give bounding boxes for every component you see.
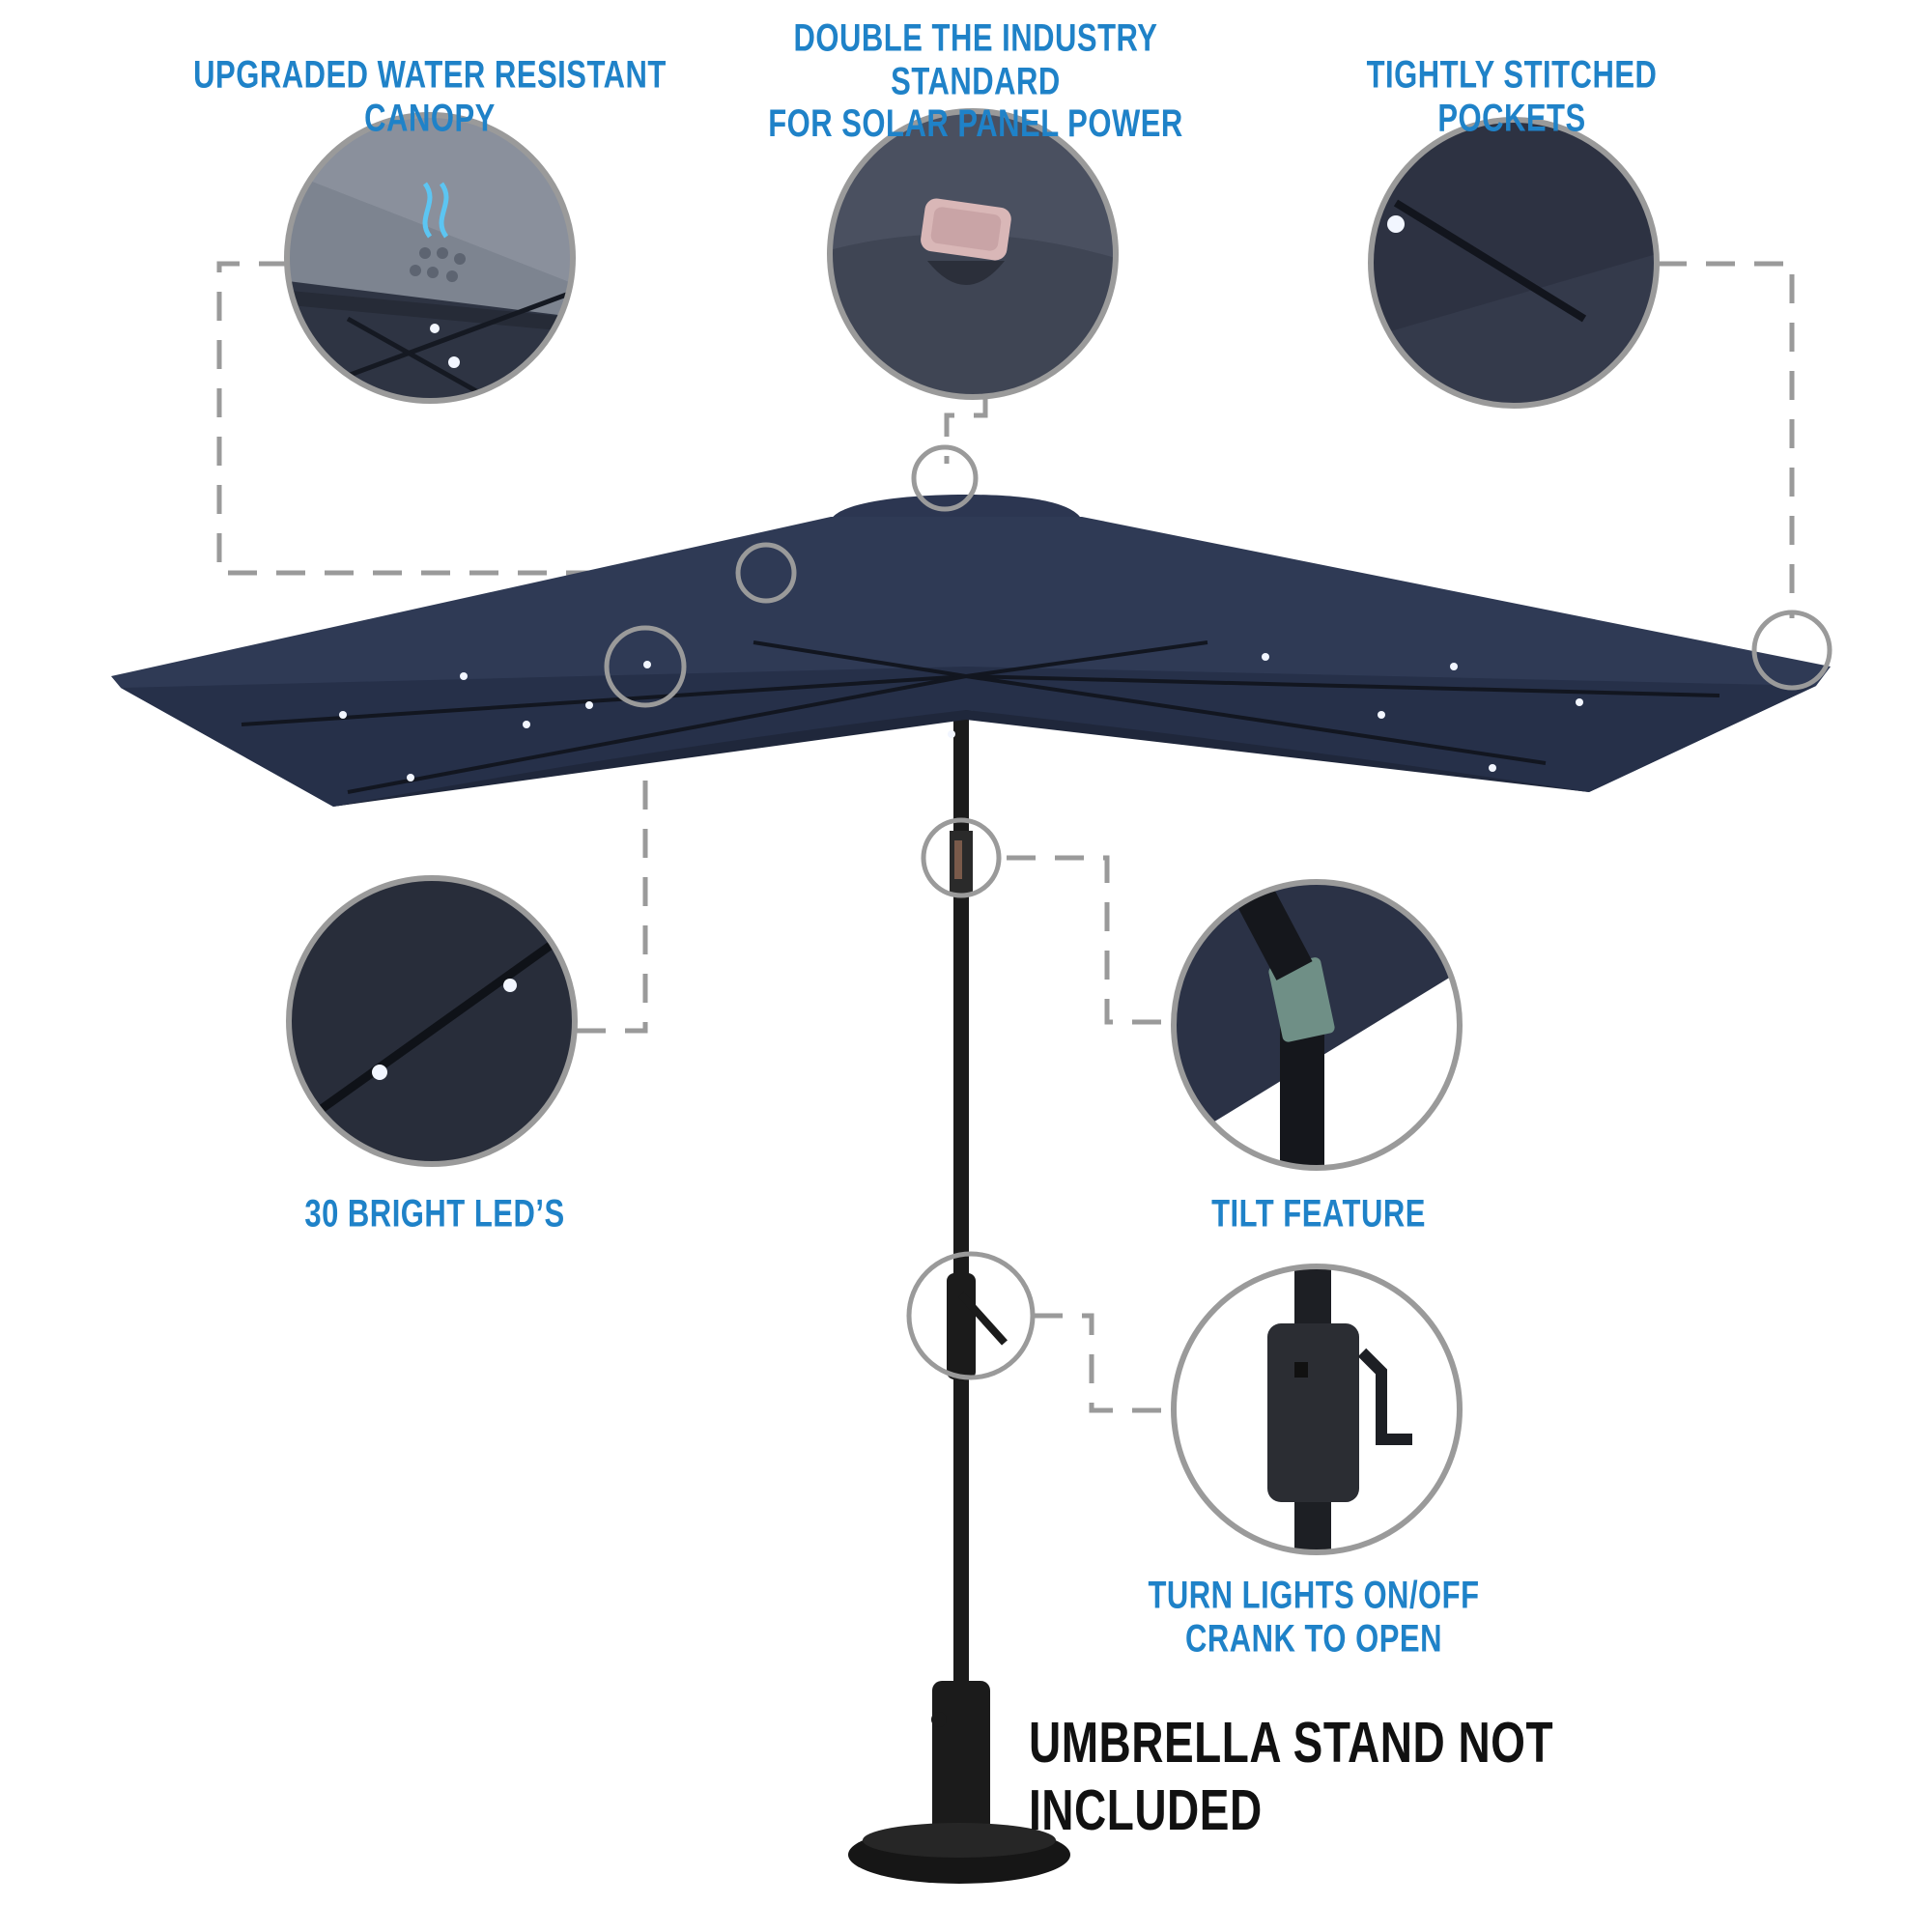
hotspot-rings (604, 444, 1833, 1380)
evaporation-arrows-icon (422, 182, 449, 239)
umbrella-canopy (111, 495, 1831, 807)
stand-not-included-note: UMBRELLA STAND NOT INCLUDED (1029, 1709, 1554, 1843)
feature-label-crank: TURN LIGHTS ON/OFF CRANK TO OPEN (1148, 1573, 1480, 1660)
feature-label-tilt: TILT FEATURE (1211, 1191, 1426, 1236)
feature-label-pockets: TIGHTLY STITCHED POCKETS (1366, 52, 1658, 139)
detail-crank (1171, 1264, 1463, 1555)
detail-tilt (1171, 879, 1463, 1171)
led-light-icon (339, 653, 1583, 781)
connector-leds (577, 696, 648, 1034)
connector-lines (216, 261, 1795, 1413)
stand-post (932, 1681, 990, 1835)
detail-pockets (1368, 117, 1660, 409)
crank-handle-icon (1357, 1348, 1412, 1445)
solar-panel-icon (921, 198, 1011, 261)
feature-label-leds: 30 BRIGHT LED’S (304, 1191, 565, 1236)
connector-tilt (1007, 855, 1171, 1025)
switch-icon (1294, 1362, 1308, 1378)
connector-solar (944, 398, 988, 464)
connector-crank (1034, 1313, 1171, 1413)
feature-label-canopy: UPGRADED WATER RESISTANT CANOPY (193, 52, 667, 139)
feature-label-solar: DOUBLE THE INDUSTRY STANDARD FOR SOLAR P… (768, 15, 1183, 146)
connector-pockets (1658, 261, 1795, 618)
connector-canopy (216, 261, 739, 576)
led-light-icon (372, 1065, 387, 1080)
led-light-icon (503, 979, 517, 992)
detail-leds (286, 875, 578, 1167)
led-light-icon (1387, 215, 1405, 233)
detail-solar (827, 108, 1119, 400)
umbrella-pole (848, 642, 1070, 1884)
water-drop-icon (410, 247, 466, 282)
detail-canopy (284, 112, 576, 404)
